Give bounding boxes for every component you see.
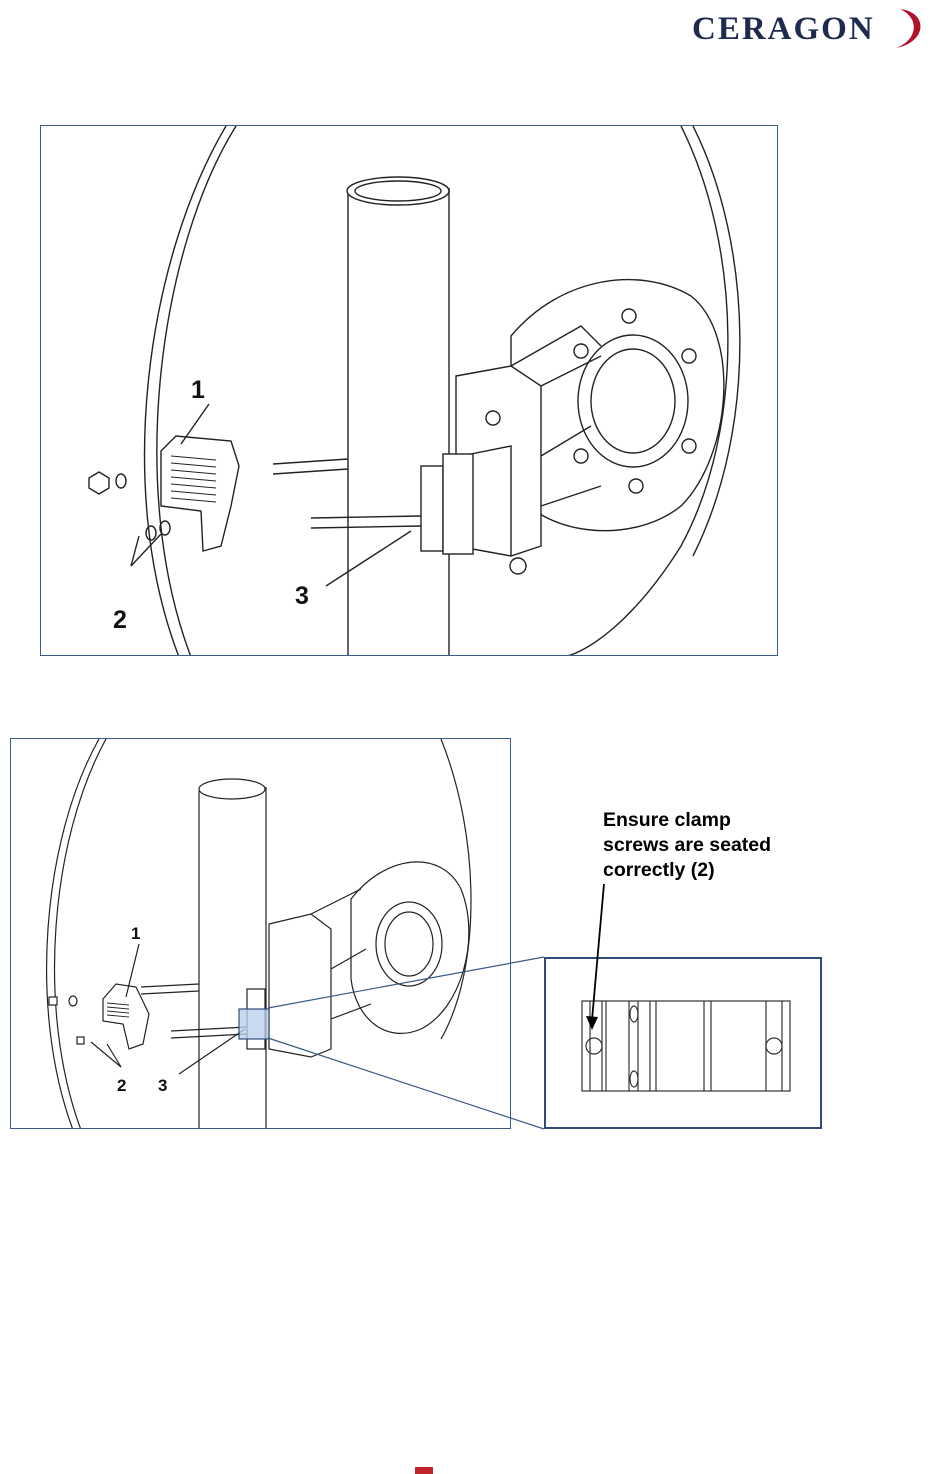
figure-mount-assembly: 1 2 3 <box>40 125 778 656</box>
logo-text: CERAGON <box>692 11 875 47</box>
clamp-screws-detail-drawing <box>546 959 822 1129</box>
fig2-label-1: 1 <box>131 924 140 943</box>
fig2-label-2: 2 <box>117 1076 126 1095</box>
zoom-inset-clamp-screws <box>544 957 822 1129</box>
fig2-label-3: 3 <box>158 1076 167 1095</box>
mount-assembly-detail-drawing: 1 2 3 <box>11 739 511 1129</box>
fig1-label-1: 1 <box>191 376 205 404</box>
clamp-screw-callout: Ensure clamp screws are seated correctly… <box>603 808 771 883</box>
footer-mark <box>415 1467 433 1474</box>
figure-mount-assembly-detail: 1 2 3 <box>10 738 511 1129</box>
mount-assembly-drawing: 1 2 3 <box>41 126 778 656</box>
fig1-label-3: 3 <box>295 582 309 610</box>
zoom-highlight-box <box>239 1009 269 1039</box>
ceragon-logo: CERAGON <box>690 2 930 52</box>
logo-swoosh <box>896 9 921 48</box>
fig1-label-2: 2 <box>113 606 127 634</box>
